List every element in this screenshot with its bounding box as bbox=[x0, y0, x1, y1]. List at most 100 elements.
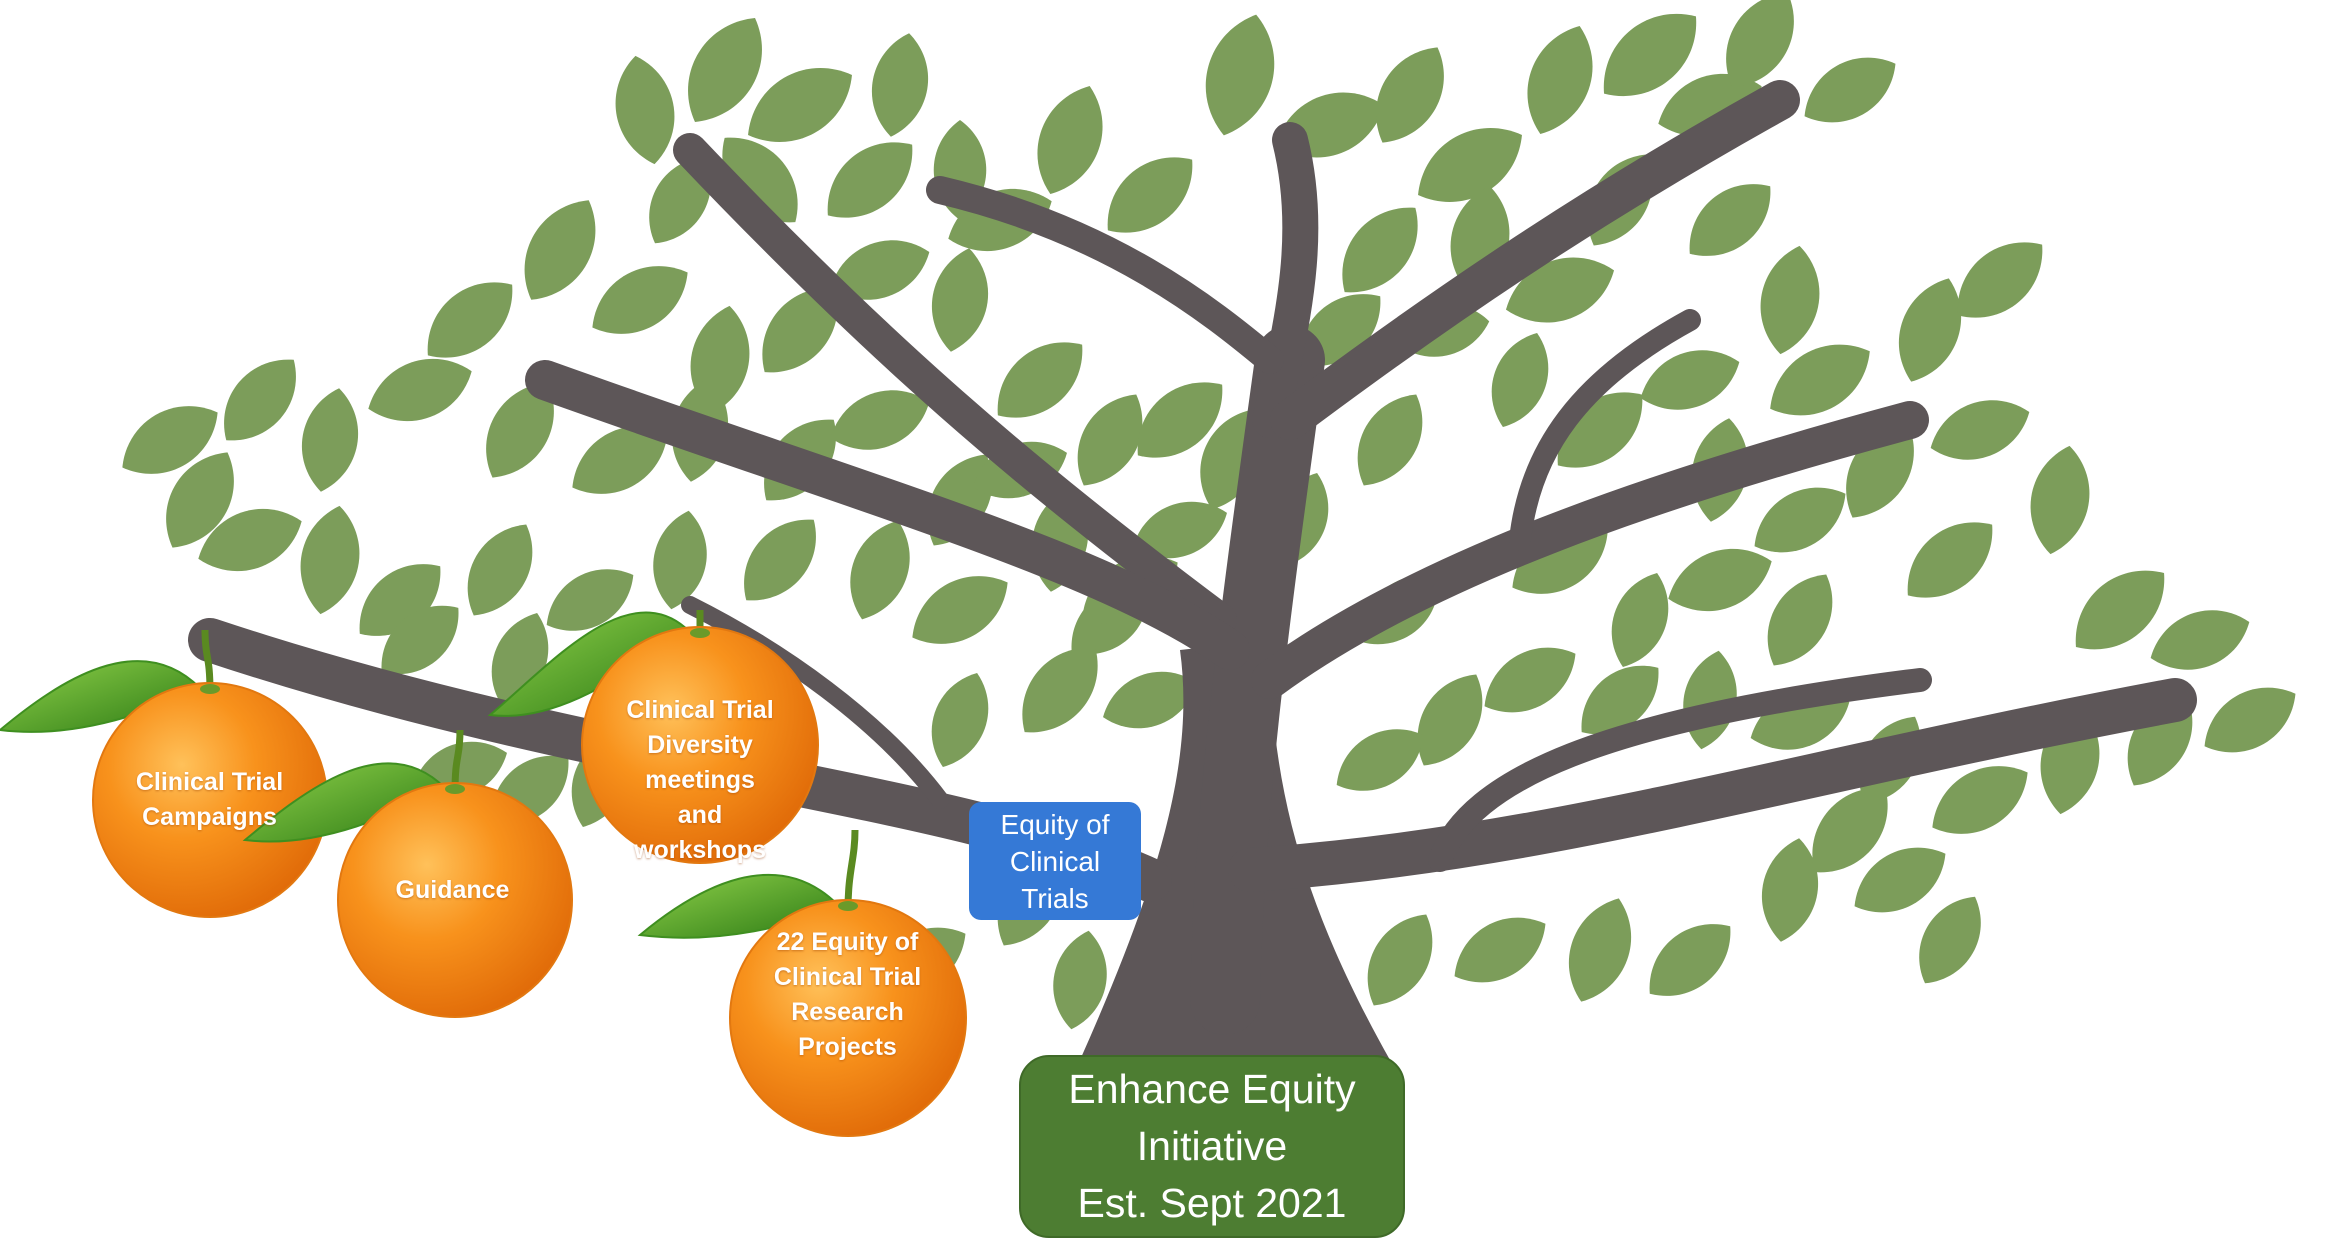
branch-right-low-twig bbox=[1428, 668, 1932, 872]
fruit-label-guidance: Guidance bbox=[395, 875, 510, 904]
canopy-leaf bbox=[1527, 25, 1593, 135]
canopy-leaf bbox=[1367, 914, 1433, 1006]
canopy-leaf bbox=[301, 388, 359, 492]
branch-upper-right bbox=[1270, 80, 1800, 440]
canopy-leaf bbox=[871, 33, 929, 137]
canopy-leaf bbox=[653, 510, 707, 610]
canopy-leaf bbox=[1077, 394, 1143, 486]
canopy-leaf bbox=[1357, 394, 1423, 486]
canopy-leaf bbox=[931, 248, 989, 352]
canopy-leaf bbox=[762, 287, 838, 373]
branch-upper-left bbox=[673, 133, 1237, 637]
canopy-leaf bbox=[1767, 574, 1833, 666]
canopy-leaf bbox=[1417, 674, 1483, 766]
canopy-leaf bbox=[1205, 14, 1275, 136]
canopy-leaf bbox=[1568, 898, 1632, 1002]
canopy-leaf bbox=[1037, 85, 1103, 195]
orange-fruit bbox=[637, 829, 967, 1137]
canopy-leaf bbox=[1103, 671, 1197, 729]
leaf-canopy bbox=[122, 0, 2296, 1030]
canopy-leaf bbox=[224, 359, 296, 441]
canopy-leaf bbox=[2075, 570, 2165, 650]
canopy-leaf bbox=[850, 520, 910, 620]
canopy-leaf bbox=[1491, 333, 1549, 427]
canopy-leaf bbox=[1107, 157, 1193, 233]
orange-stem bbox=[844, 829, 859, 911]
canopy-leaf bbox=[1053, 930, 1107, 1030]
orange-body bbox=[337, 782, 573, 1018]
canopy-leaf bbox=[1342, 207, 1418, 293]
canopy-leaf bbox=[467, 524, 533, 616]
branch-center-left bbox=[926, 176, 1284, 374]
canopy-leaf bbox=[1505, 257, 1615, 323]
canopy-leaf bbox=[1137, 382, 1223, 458]
orange-calyx bbox=[200, 684, 220, 694]
canopy-leaf bbox=[931, 673, 989, 767]
orange-fruit bbox=[0, 629, 328, 918]
canopy-leaf bbox=[1689, 184, 1771, 256]
branch-right-low bbox=[1228, 678, 2197, 892]
canopy-leaf bbox=[166, 452, 234, 548]
orange-body bbox=[729, 899, 967, 1137]
canopy-leaf bbox=[615, 55, 675, 165]
canopy-leaf bbox=[1907, 522, 1993, 598]
trunk-upper bbox=[1190, 325, 1325, 1035]
canopy-leaf bbox=[830, 390, 930, 450]
canopy-leaf bbox=[368, 358, 472, 422]
canopy-leaf bbox=[1919, 896, 1981, 984]
canopy-leaf bbox=[1761, 838, 1819, 942]
canopy-leaf bbox=[830, 240, 930, 300]
canopy-leaf bbox=[300, 505, 360, 615]
canopy-leaf bbox=[1603, 13, 1697, 97]
canopy-leaf bbox=[1770, 344, 1870, 416]
canopy-leaf bbox=[1454, 917, 1546, 983]
canopy-leaf bbox=[381, 605, 459, 675]
orange-calyx bbox=[690, 628, 710, 638]
canopy-leaf bbox=[198, 508, 302, 572]
canopy-leaf bbox=[1022, 647, 1098, 733]
canopy-leaf bbox=[1611, 573, 1669, 667]
canopy-leaf bbox=[1812, 787, 1888, 873]
canopy-leaf bbox=[912, 576, 1008, 644]
canopy-leaf bbox=[1726, 0, 1794, 88]
canopy-leaf bbox=[748, 68, 852, 142]
canopy-leaf bbox=[122, 406, 218, 474]
canopy-leaf bbox=[1581, 665, 1659, 735]
canopy-leaf bbox=[592, 266, 688, 334]
orange-calyx bbox=[838, 901, 858, 911]
canopy-leaf bbox=[744, 519, 816, 601]
branch-left-twig bbox=[681, 596, 949, 809]
canopy-leaf bbox=[1649, 924, 1731, 996]
canopy-leaf bbox=[486, 382, 554, 478]
branch-right-small bbox=[1509, 309, 1701, 551]
orange-body bbox=[581, 626, 819, 864]
canopy-leaf bbox=[1376, 47, 1444, 143]
canopy-leaf bbox=[2150, 610, 2250, 670]
fruit-layer bbox=[0, 610, 967, 1137]
canopy-leaf bbox=[1932, 766, 2028, 834]
canopy-leaf bbox=[1957, 242, 2043, 318]
orange-fruit bbox=[487, 610, 819, 864]
canopy-leaf bbox=[1484, 647, 1576, 713]
canopy-leaf bbox=[1930, 400, 2030, 460]
canopy-leaf bbox=[427, 282, 513, 358]
branch-right-mid bbox=[1251, 401, 1929, 699]
canopy-leaf bbox=[1418, 128, 1522, 202]
trunk-and-branches bbox=[188, 80, 2197, 1060]
canopy-leaf bbox=[1760, 245, 1820, 355]
canopy-leaf bbox=[1336, 729, 1424, 791]
canopy-leaf bbox=[546, 569, 634, 631]
orange-fruit bbox=[242, 729, 573, 1018]
orange-calyx bbox=[445, 784, 465, 794]
canopy-leaf bbox=[1804, 57, 1896, 123]
canopy-leaf bbox=[1640, 350, 1740, 410]
branch-center bbox=[1252, 122, 1319, 438]
canopy-leaf bbox=[997, 342, 1083, 418]
canopy-leaf bbox=[1668, 548, 1772, 612]
